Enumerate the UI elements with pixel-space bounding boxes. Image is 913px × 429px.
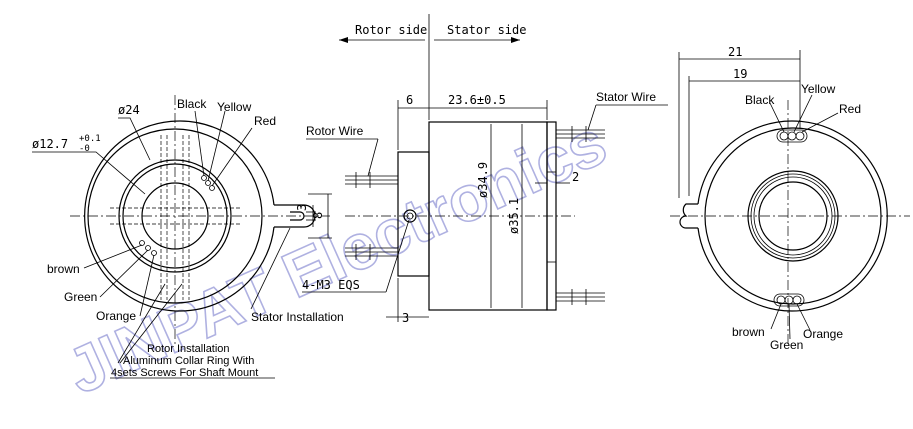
right-leader-orange	[796, 303, 811, 331]
stator-wire-leader	[587, 104, 597, 131]
dim-3-bottom-label: 3	[402, 311, 409, 325]
terminal-orange	[151, 250, 157, 256]
stator-install-label: Stator Installation	[251, 310, 344, 324]
rotor-install-line3: 4sets Screws For Shaft Mount	[111, 367, 258, 379]
right-leader-green	[788, 303, 791, 340]
right-terminal-orange	[792, 295, 802, 305]
rotor-side-arrowhead	[339, 37, 348, 43]
dia-127-tol-lower: -0	[79, 144, 90, 154]
leader-green	[99, 249, 149, 298]
right-view: 21 19 Black Yellow Red brown Green Orang…	[670, 45, 910, 352]
leader-rotor-install-2	[119, 283, 183, 364]
left-ring-1	[87, 128, 263, 304]
left-ring-3	[122, 163, 228, 269]
right-label-yellow: Yellow	[801, 82, 836, 96]
left-label-brown: brown	[47, 262, 80, 276]
right-ring-4	[753, 176, 833, 256]
terminal-brown	[139, 240, 145, 246]
terminal-yellow	[205, 180, 211, 186]
left-mount-tab	[274, 204, 316, 228]
stator-wire-label: Stator Wire	[596, 90, 656, 104]
dim-21-label: 21	[728, 45, 742, 59]
rotor-install-line1: Rotor Installation	[147, 343, 230, 355]
right-label-red: Red	[839, 102, 861, 116]
leader-brown	[83, 244, 143, 269]
dim-3-label: 3	[295, 204, 309, 211]
left-view: 3 8 ø24 ø12.7 +0.1 -0 Black Yellow Red b…	[32, 95, 332, 379]
right-outer-circle	[697, 120, 888, 312]
right-terminal-black	[779, 131, 789, 141]
collar-screw	[403, 209, 417, 223]
right-terminal-yellow	[787, 131, 797, 141]
stator-wires-top	[556, 126, 605, 142]
right-label-orange: Orange	[803, 327, 843, 341]
left-label-black: Black	[177, 97, 207, 111]
screws-label: 4-M3 EQS	[302, 278, 360, 292]
stator-side-label: Stator side	[447, 23, 526, 37]
rotor-side-label: Rotor side	[355, 23, 427, 37]
left-outer-circle	[84, 120, 275, 312]
side-view: 6 23.6±0.5 2 3 ø34.9 ø35.1 Rotor Wire St…	[250, 90, 668, 325]
right-leader-black	[769, 102, 785, 133]
right-ring-1	[704, 127, 882, 305]
terminal-black	[201, 175, 207, 181]
right-leader-red	[801, 112, 839, 133]
dim-2-label: 2	[572, 170, 579, 184]
right-label-black: Black	[745, 93, 775, 107]
dia-127-label: ø12.7	[32, 137, 68, 151]
right-terminal-group-top	[776, 129, 808, 143]
leader-red	[211, 127, 253, 187]
dia-127-tol-upper: +0.1	[79, 134, 101, 144]
leader-yellow	[207, 110, 226, 182]
right-label-brown: brown	[732, 325, 765, 339]
rotor-wires-top	[345, 172, 398, 188]
dia-349-label: ø34.9	[476, 162, 490, 198]
stator-wires-bottom	[556, 289, 605, 305]
right-ring-2	[747, 170, 839, 262]
side-indicator: Rotor side Stator side	[339, 14, 526, 100]
right-terminal-green	[784, 295, 794, 305]
stator-install-leader	[250, 227, 291, 310]
dim-6-label: 6	[406, 93, 413, 107]
leader-rotor-install-1	[117, 283, 166, 364]
right-tab	[679, 203, 698, 229]
leader-dia127	[32, 151, 146, 195]
left-label-red: Red	[254, 114, 276, 128]
stator-side-arrowhead	[511, 37, 520, 43]
leader-dia24	[118, 117, 151, 161]
right-leader-brown	[770, 303, 782, 330]
left-label-orange: Orange	[96, 309, 136, 323]
left-label-green: Green	[64, 290, 97, 304]
screws-leader	[385, 219, 410, 293]
dim-19-label: 19	[733, 67, 747, 81]
leader-black	[194, 110, 205, 177]
left-tab-slot	[290, 211, 305, 221]
right-leader-yellow	[793, 94, 813, 133]
right-label-green: Green	[770, 338, 803, 352]
right-ring-3	[750, 173, 836, 259]
right-bore	[758, 181, 828, 251]
dim-8-label: 8	[311, 212, 325, 219]
terminal-green	[145, 245, 151, 251]
rotor-wires-bottom	[345, 244, 398, 260]
leader-orange	[139, 254, 155, 317]
collar-screw-inner	[406, 212, 414, 220]
dim-236-label: 23.6±0.5	[448, 93, 506, 107]
stator-flange	[546, 121, 557, 311]
left-label-yellow: Yellow	[217, 100, 252, 114]
rotor-wire-leader	[367, 138, 379, 177]
dia-351-label: ø35.1	[507, 198, 521, 234]
rotor-wire-label: Rotor Wire	[306, 124, 364, 138]
rotor-install-line2: Aluminum Collar Ring With	[123, 355, 254, 367]
left-bore	[141, 182, 209, 250]
right-terminal-red	[795, 131, 805, 141]
dia-24-label: ø24	[118, 103, 140, 117]
left-ring-2	[118, 159, 232, 273]
terminal-red	[209, 185, 215, 191]
